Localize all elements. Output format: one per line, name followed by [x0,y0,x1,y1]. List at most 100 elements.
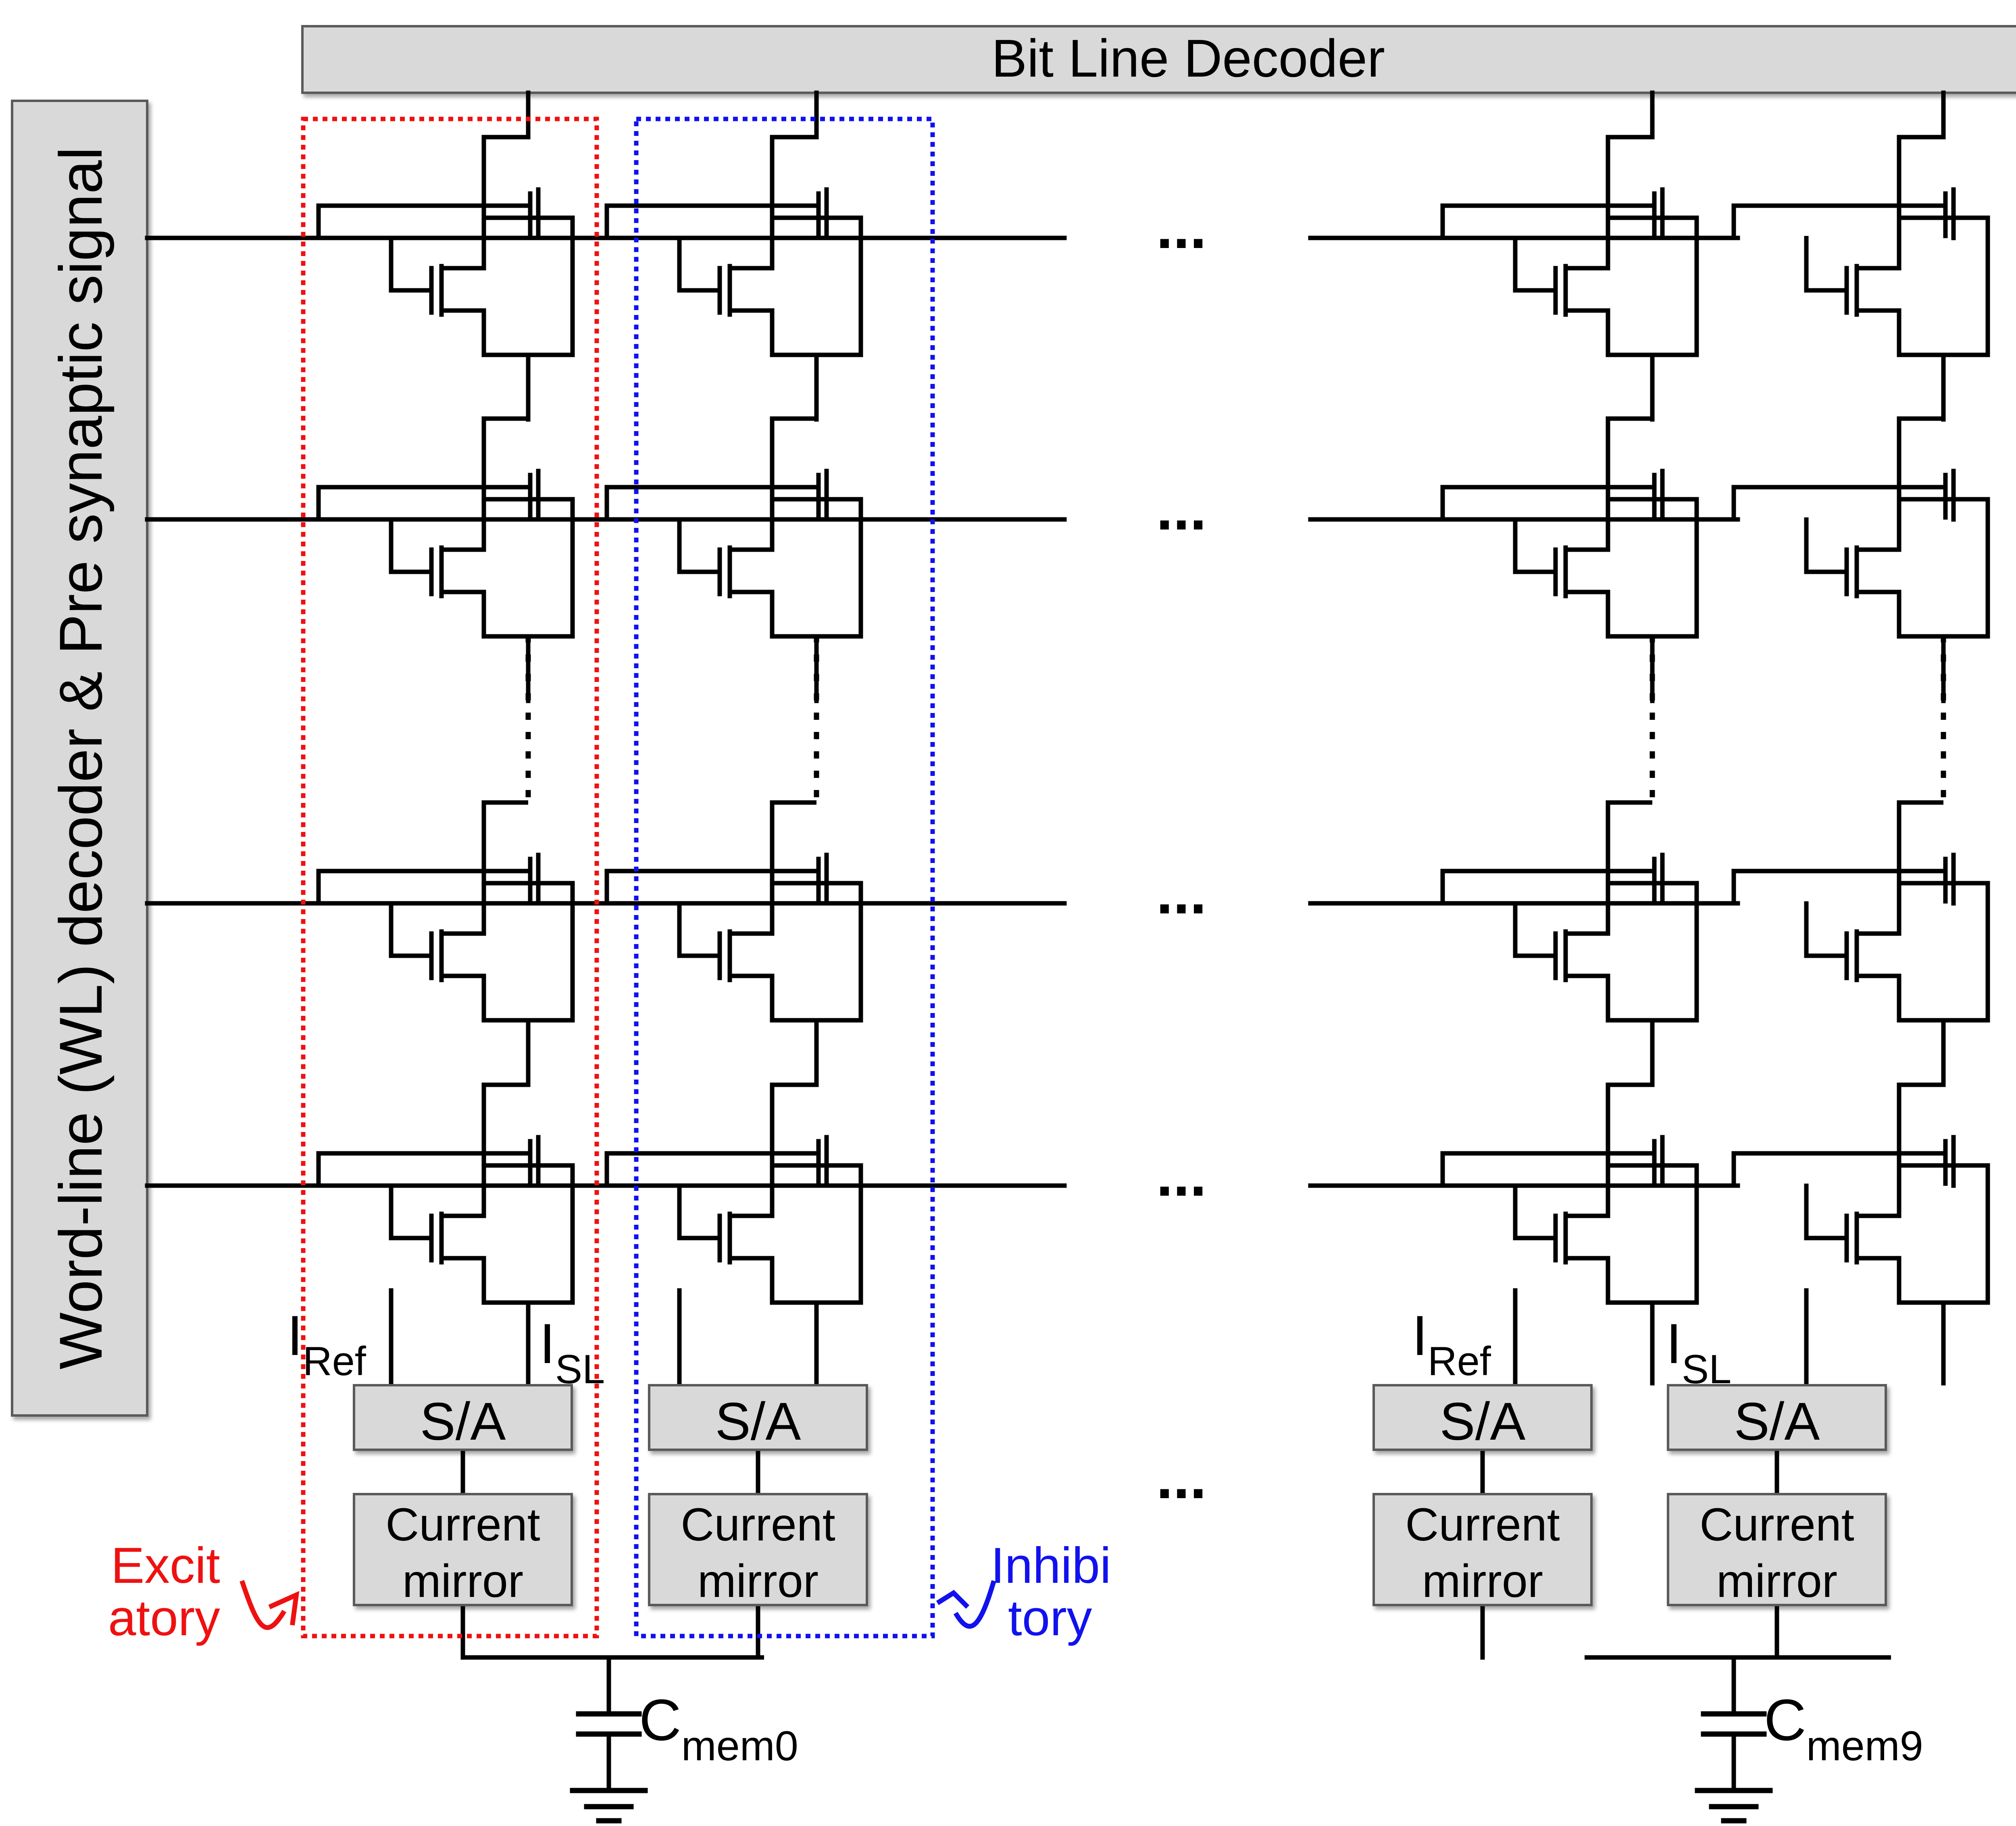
cell-0-0-lower-gate-lead [389,236,431,293]
cell-0-3-upper-drain [481,1082,528,1186]
ellipsis-3: ... [1156,1141,1206,1209]
cell-2-1-lower-body [1566,560,1699,639]
isl-label-right: ISL [1666,1312,1731,1392]
cell-2-0-upper-gate-tap [1440,203,1654,238]
cell-3-1-upper-gate-tap [1731,485,1945,519]
cell-1-3-lower-gate-lead [677,1184,720,1240]
cell-3-0-lower-gate-lead [1804,236,1847,293]
cell-2-3-upper-body [1608,1163,1699,1226]
cell-1-0-lower-body [730,278,863,357]
iref-label-right: IRef [1412,1304,1491,1384]
sense-amp-box-2 [1372,1384,1593,1451]
word-line-decoder: Word-line (WL) decoder & Pre synaptic si… [11,100,148,1417]
excitatory-annotation: Excit atory [108,1538,300,1646]
cell-2-2-lower-drain [1566,901,1610,936]
cell-1-2-lower-gate-lead [677,901,720,958]
excitatory-arrowhead [268,1591,300,1626]
cell-3-3-upper-drain [1897,1082,1943,1186]
cell-0-0-lower-body [442,278,575,357]
cell-3-1-upper-body [1899,497,1990,560]
cell-3-3-upper-body [1899,1163,1990,1226]
cell-2-1-lower-gate-lead [1513,517,1556,574]
cell-3-2-lower-body [1857,944,1990,1023]
cell-1-0-lower-gate-lead [677,236,720,293]
cell-0-2-lower-drain [442,901,486,936]
bit-line-decoder-box [301,25,2016,94]
inhibitory-label-line1: Inhibi [991,1538,1111,1594]
sense-amp-box-1 [648,1384,868,1451]
cell-3-2-upper-gate-tap [1731,869,1945,903]
cell-2-0-lower-body [1566,278,1699,357]
cmem0-label: Cmem0 [639,1687,798,1770]
cell-0-3-upper-gate-tap [316,1151,530,1186]
cell-2-1-lower-drain [1566,517,1610,552]
cell-0-1-upper-gate-tap [316,485,530,519]
word-line-decoder-label: Word-line (WL) decoder & Pre synaptic si… [47,147,115,1370]
cell-1-1-lower-gate-lead [677,517,720,574]
cell-3-3-lower-gate-lead [1804,1184,1847,1240]
cell-0-1-lower-body [442,560,575,639]
cell-0-2-upper-gate-tap [316,869,530,903]
cell-1-0-upper-gate-tap [604,203,818,238]
cell-3-1-lower-drain [1857,517,1901,552]
cell-2-3-upper-gate-tap [1440,1151,1654,1186]
cell-1-3-upper-drain [770,1082,816,1186]
cell-1-2-lower-drain [730,901,775,936]
cell-0-3-lower-gate-lead [389,1184,431,1240]
cell-1-2-upper-drain [770,800,816,903]
cell-0-2-lower-body [442,944,575,1023]
cell-1-0-upper-drain [770,135,816,238]
readout-blocks: S/ACurrentmirrorS/ACurrentmirrorS/ACurre… [353,1384,1887,1607]
current-mirror-label-3-b: mirror [1716,1555,1837,1607]
cell-0-3-upper-body [484,1163,575,1226]
cell-1-1-upper-drain [770,416,816,519]
circuit-wires [145,90,1990,1824]
cell-1-3-lower-body [730,1226,863,1305]
ellipsis-4: ... [1156,1443,1206,1511]
cell-2-0-upper-body [1608,215,1699,278]
cell-3-3-lower-body [1857,1226,1990,1305]
sense-amp-label-3: S/A [1734,1392,1820,1451]
cell-3-3-lower-drain [1857,1184,1901,1218]
cell-2-1-upper-drain [1606,416,1652,519]
cell-0-2-upper-body [484,881,575,944]
cell-2-2-upper-drain [1606,800,1652,903]
cell-1-0-lower-drain [730,236,775,271]
cell-3-0-lower-body [1857,278,1990,357]
cell-1-2-lower-body [730,944,863,1023]
cell-3-0-lower-drain [1857,236,1901,271]
cell-3-0-upper-body [1899,215,1990,278]
cell-2-0-lower-gate-lead [1513,236,1556,293]
cell-3-1-lower-gate-lead [1804,517,1847,574]
current-mirror-label-2-a: Current [1405,1499,1560,1551]
cell-0-0-lower-drain [442,236,486,271]
cell-3-1-upper-drain [1897,416,1943,519]
cell-3-0-upper-drain [1897,135,1943,238]
cell-2-3-lower-body [1566,1226,1699,1305]
cell-1-3-upper-body [772,1163,863,1226]
cell-3-1-lower-body [1857,560,1990,639]
cell-0-3-lower-drain [442,1184,486,1218]
current-mirror-box-2 [1372,1493,1593,1606]
current-mirror-label-0-b: mirror [402,1555,523,1607]
inhibitory-arrow [953,1580,996,1629]
cell-1-1-upper-gate-tap [604,485,818,519]
current-mirror-label-2-b: mirror [1422,1555,1543,1607]
cell-1-1-upper-body [772,497,863,560]
inhibitory-label-line2: tory [1008,1590,1092,1646]
cell-1-3-upper-gate-tap [604,1151,818,1186]
ellipsis-0: ... [1156,193,1206,261]
cell-2-3-lower-gate-lead [1513,1184,1556,1240]
cell-3-0-upper-gate-tap [1731,203,1945,238]
sense-amp-box-0 [353,1384,573,1451]
inhibitory-column-outline [634,117,935,1638]
excitatory-arrow [240,1580,287,1630]
cell-0-2-upper-drain [481,800,528,903]
iref-label-left: IRef [287,1304,367,1384]
cell-0-3-lower-body [442,1226,575,1305]
cmem9-label: Cmem9 [1764,1687,1923,1770]
excitatory-column-outline [301,117,599,1638]
current-mirror-box-3 [1667,1493,1887,1606]
cell-1-3-lower-drain [730,1184,775,1218]
